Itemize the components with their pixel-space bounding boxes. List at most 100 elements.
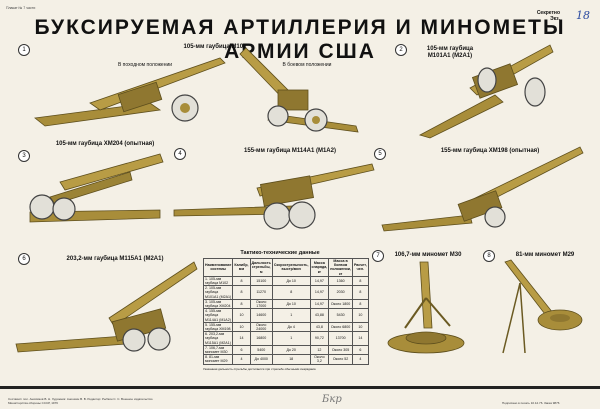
- specs-cell: 14,97: [309, 298, 330, 310]
- specs-cell: 12: [309, 344, 330, 356]
- panel-1-right-label: В боевом положении: [282, 62, 332, 68]
- col-header: Масса в боевом положении, кг: [328, 258, 353, 277]
- panel-number-4: 4: [174, 148, 186, 160]
- specs-cell: 18: [271, 354, 311, 365]
- howitzer-m114a1-illustration: [173, 163, 375, 230]
- specs-table: Наименование системы Калибр, мм Дальност…: [202, 258, 369, 365]
- specs-cell: 5430: [328, 308, 353, 323]
- panel-6-title: 203,2-мм гаубица М115А1 (М2А1): [66, 256, 164, 262]
- secret-label: Секретно Экз.: [537, 10, 560, 22]
- specs-cell: Около 52: [328, 354, 353, 365]
- specs-cell: 13700: [328, 331, 353, 346]
- specs-cell: 6. 203,2-мм гаубица М115А1 (М2А1): [202, 331, 234, 346]
- specs-cell: До 4000: [249, 354, 273, 365]
- panel-number-7: 7: [372, 250, 384, 262]
- howitzer-xm204-illustration: [29, 153, 164, 223]
- specs-cell: 43,88: [309, 308, 330, 323]
- col-header: Масса снаряда, кг: [309, 258, 330, 277]
- specs-cell: 8: [351, 275, 369, 287]
- specs-cell: 8: [232, 285, 251, 300]
- panel-7-title: 106,7-мм миномет М30: [394, 252, 462, 258]
- panel-number-2: 2: [395, 44, 407, 56]
- panel-1-title: 105-мм гаубица М102: [183, 44, 247, 50]
- panel-4-title: 155-мм гаубица М114А1 (М1А2): [244, 148, 336, 154]
- specs-cell: 3. 105-мм гаубица ХМ204: [202, 298, 234, 310]
- specs-cell: 10: [351, 321, 369, 333]
- howitzer-m102-firing-illustration: [239, 47, 359, 133]
- poster-title: БУКСИРУЕМАЯ АРТИЛЛЕРИЯ И МИНОМЕТЫ АРМИИ …: [34, 16, 566, 63]
- handwritten-number: 18: [576, 9, 590, 22]
- howitzer-xm198-illustration: [381, 146, 584, 232]
- specs-cell: До 20: [271, 344, 311, 356]
- specs-cell: 8: [232, 298, 251, 310]
- specs-cell: 4: [351, 354, 369, 365]
- footer-credits: Составил: пол. Анисимов В. Н. Художник: …: [8, 397, 153, 405]
- panel-3-title: 105-мм гаубица ХМ204 (опытная): [55, 141, 155, 147]
- specs-cell: 8: [351, 285, 369, 300]
- specs-cell: 14,97: [309, 275, 330, 287]
- panel-5-title: 155-мм гаубица ХМ198 (опытная): [440, 148, 540, 154]
- specs-cell: 1360: [328, 275, 353, 287]
- col-header: Расчет, чел.: [351, 258, 369, 277]
- howitzer-m102-travel-illustration: [34, 57, 226, 127]
- specs-cell: 6: [232, 344, 251, 356]
- specs-header-row: Наименование системы Калибр, мм Дальност…: [202, 258, 369, 277]
- specs-cell: 1: [271, 331, 311, 346]
- specs-cell: 8: [271, 285, 311, 300]
- specs-cell: 10: [232, 308, 251, 323]
- mortar-m29-illustration: [502, 259, 583, 354]
- specs-table-title: Тактико-технические данные: [240, 250, 320, 256]
- col-header: Калибр, мм: [232, 258, 251, 277]
- footer-print-info: Подписано в печать 10.12.76. Заказ 9876: [502, 401, 560, 405]
- howitzer-m115a1-illustration: [15, 261, 198, 353]
- specs-table-block: Тактико-технические данные Наименование …: [202, 250, 369, 371]
- specs-cell: 14: [351, 331, 369, 346]
- specs-cell: До 10: [271, 298, 311, 310]
- specs-cell: 10: [232, 321, 251, 333]
- specs-cell: Около 305: [328, 344, 353, 356]
- howitzer-m101a1-illustration: [418, 44, 554, 139]
- panel-number-5: 5: [374, 148, 386, 160]
- pencil-mark: Бкр: [322, 394, 342, 405]
- col-header: Наименование системы: [202, 258, 234, 277]
- specs-cell: 90,72: [309, 331, 330, 346]
- col-header: Дальность стрельбы, м: [249, 258, 273, 277]
- specs-cell: 10: [351, 308, 369, 323]
- specs-cell: До 10: [271, 275, 311, 287]
- specs-cell: 4: [232, 354, 251, 365]
- col-header: Скорострельность, выстр/мин: [271, 258, 311, 277]
- specs-cell: 5. 155-мм гаубица ХМ198: [202, 321, 234, 333]
- specs-cell: 8. 81-мм миномет М29: [202, 354, 234, 365]
- specs-cell: 4. 155-мм гаубица М114А1 (М1А2): [202, 308, 234, 323]
- specs-notes: Указанная дальность стрельбы достигается…: [203, 366, 317, 371]
- top-note: Плакат № 7 части: [6, 6, 36, 10]
- bottom-divider: [0, 386, 600, 389]
- specs-cell: 14,97: [309, 285, 330, 300]
- specs-cell: 2. 105-мм гаубица М101А1 (М2А1): [202, 285, 234, 300]
- panel-number-3: 3: [18, 150, 30, 162]
- specs-cell: 11270: [249, 285, 273, 300]
- specs-cell: 2030: [328, 285, 353, 300]
- panel-number-6: 6: [18, 253, 30, 265]
- panel-2-title: 105-мм гаубица М101А1 (М2А1): [426, 46, 474, 59]
- specs-cell: 8: [351, 298, 369, 310]
- specs-cell: 8: [232, 275, 251, 287]
- specs-cell: 1: [271, 308, 311, 323]
- specs-cell: До 4: [271, 321, 311, 333]
- specs-cell: Около 24000: [249, 321, 273, 333]
- specs-cell: 14: [232, 331, 251, 346]
- specs-cell: 5400: [249, 344, 273, 356]
- mortar-m30-illustration: [387, 261, 465, 354]
- secret-text: Секретно: [536, 10, 560, 16]
- specs-cell: Около 6800: [328, 321, 353, 333]
- specs-cell: 16800: [249, 331, 273, 346]
- panel-number-8: 8: [483, 250, 495, 262]
- specs-cell: 6: [351, 344, 369, 356]
